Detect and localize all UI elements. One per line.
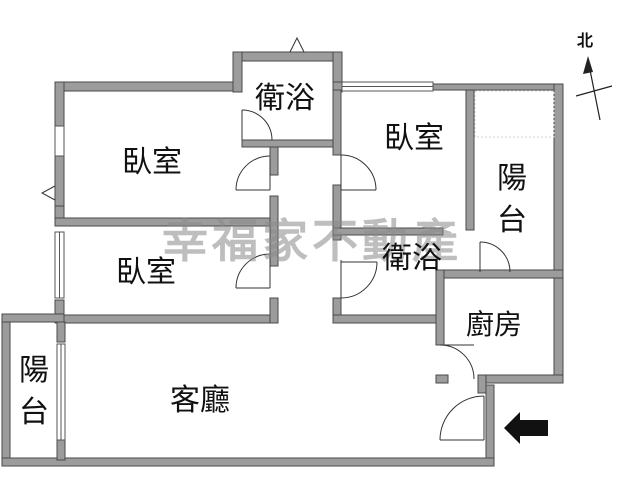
north-arrow-icon [583,56,593,74]
room-label-bathroom-middle: 衛浴 [382,241,442,276]
room-label-balcony-left-1: 陽 [19,353,49,388]
room-label-living-room: 客廳 [170,383,230,418]
room-label-bedroom-top-left: 臥室 [122,145,182,180]
north-compass: 北 [575,31,613,121]
room-label-balcony-left-2: 台 [19,395,49,430]
entrance-arrow-icon [504,412,548,444]
room-label-kitchen: 廚房 [466,308,522,341]
room-label-bathroom-top: 衛浴 [255,81,315,116]
room-label-bedroom-top-right: 臥室 [384,121,444,156]
compass-crossbar [575,85,613,97]
balcony-right-floor [474,90,555,138]
room-label-balcony-right-2: 台 [497,203,527,238]
room-label-balcony-right-1: 陽 [497,161,527,196]
windows [54,81,434,441]
doors [235,109,511,441]
room-label-bedroom-middle-left: 臥室 [116,255,176,290]
window-marks [40,36,305,201]
watermark-text: 幸福家不動產 [162,214,462,268]
north-label: 北 [577,31,593,50]
